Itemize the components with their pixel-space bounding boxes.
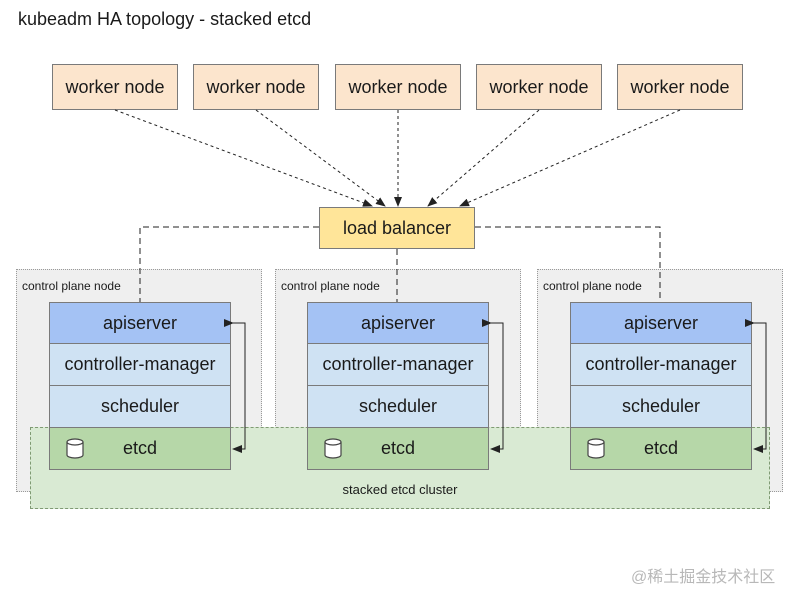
component-stack-2: apiserver controller-manager scheduler e…: [307, 302, 489, 470]
controller-manager-box: controller-manager: [570, 344, 752, 386]
worker-node-1: worker node: [52, 64, 178, 110]
worker-node-4: worker node: [476, 64, 602, 110]
worker-5-to-lb-arrow: [459, 109, 681, 207]
etcd-box: etcd: [49, 428, 231, 470]
etcd-label: etcd: [380, 438, 416, 458]
database-icon: [66, 438, 84, 459]
controller-manager-box: controller-manager: [307, 344, 489, 386]
apiserver-etcd-link-1: [224, 319, 246, 453]
watermark: @稀土掘金技术社区: [631, 569, 776, 586]
lb-to-apiserver-3-line: [475, 226, 661, 302]
worker-node-3: worker node: [335, 64, 461, 110]
control-plane-node-label: control plane node: [543, 279, 642, 293]
scheduler-label: scheduler: [358, 396, 438, 416]
etcd-label: etcd: [643, 438, 679, 458]
controller-manager-label: controller-manager: [64, 354, 216, 374]
lb-to-apiserver-1-line: [139, 226, 319, 302]
apiserver-etcd-link-3: [745, 319, 767, 453]
scheduler-box: scheduler: [49, 386, 231, 428]
scheduler-box: scheduler: [307, 386, 489, 428]
control-plane-node-label: control plane node: [281, 279, 380, 293]
controller-manager-box: controller-manager: [49, 344, 231, 386]
apiserver-etcd-link-2: [482, 319, 504, 453]
etcd-box: etcd: [307, 428, 489, 470]
component-stack-3: apiserver controller-manager scheduler e…: [570, 302, 752, 470]
load-balancer: load balancer: [319, 207, 475, 249]
controller-manager-label: controller-manager: [322, 354, 474, 374]
apiserver-box: apiserver: [307, 302, 489, 344]
scheduler-label: scheduler: [100, 396, 180, 416]
worker-2-to-lb-arrow: [255, 109, 386, 207]
diagram-title: kubeadm HA topology - stacked etcd: [18, 9, 312, 29]
apiserver-box: apiserver: [49, 302, 231, 344]
apiserver-label: apiserver: [623, 312, 699, 333]
controller-manager-label: controller-manager: [585, 354, 737, 374]
scheduler-label: scheduler: [621, 396, 701, 416]
worker-1-to-lb-arrow: [114, 109, 373, 207]
apiserver-label: apiserver: [102, 312, 178, 333]
etcd-box: etcd: [570, 428, 752, 470]
worker-4-to-lb-arrow: [427, 109, 540, 207]
worker-node-5: worker node: [617, 64, 743, 110]
stacked-etcd-cluster-label: stacked etcd cluster: [342, 482, 458, 497]
control-plane-node-label: control plane node: [22, 279, 121, 293]
component-stack-1: apiserver controller-manager scheduler e…: [49, 302, 231, 470]
database-icon: [587, 438, 605, 459]
worker-node-2: worker node: [193, 64, 319, 110]
apiserver-box: apiserver: [570, 302, 752, 344]
database-icon: [324, 438, 342, 459]
etcd-label: etcd: [122, 438, 158, 458]
apiserver-label: apiserver: [360, 312, 436, 333]
